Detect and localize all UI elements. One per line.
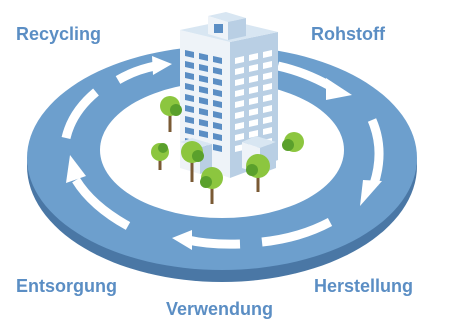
- arrow-entsorgung-up: [72, 177, 131, 230]
- arrow-head-5: [66, 155, 86, 183]
- arrow-head-2: [326, 78, 352, 100]
- roof-window: [214, 24, 223, 33]
- side-windows: [235, 50, 272, 152]
- building-window: [249, 97, 258, 105]
- arrow-recycling-to-rohstoff: [115, 61, 156, 84]
- building-window: [235, 111, 244, 119]
- building-window: [213, 144, 222, 152]
- arrow-rohstoff-to-herstellung: [367, 118, 384, 186]
- tree: [160, 96, 182, 132]
- building-window: [263, 127, 272, 135]
- building-window: [249, 64, 258, 72]
- arrow-herstellung-to-verwendung: [261, 218, 333, 247]
- building-window: [213, 111, 222, 119]
- building-window: [235, 67, 244, 75]
- building-window: [213, 133, 222, 141]
- building-window: [199, 97, 208, 105]
- building-window: [199, 53, 208, 61]
- tree: [151, 143, 169, 170]
- arrow-top-right: [276, 61, 333, 90]
- stage-label-entsorgung: Entsorgung: [16, 276, 117, 296]
- building-window: [235, 89, 244, 97]
- building-window: [185, 61, 194, 69]
- building-window: [249, 53, 258, 61]
- building-window: [235, 133, 244, 141]
- building-window: [263, 72, 272, 80]
- tree: [181, 141, 204, 182]
- building-window: [185, 127, 194, 135]
- entrance-right-roof: [242, 136, 276, 148]
- tree: [246, 154, 270, 192]
- building-window: [185, 116, 194, 124]
- building-window: [199, 86, 208, 94]
- building-window: [199, 108, 208, 116]
- arrow-head-3: [360, 180, 382, 206]
- tree: [200, 167, 223, 204]
- roof-structure-side: [228, 18, 246, 40]
- building-window: [213, 89, 222, 97]
- arrow-entsorgung-to-recycling: [61, 88, 99, 140]
- stage-label-recycling: Recycling: [16, 24, 102, 44]
- stage-label-herstellung: Herstellung: [314, 276, 414, 296]
- building-window: [263, 94, 272, 102]
- building-window: [213, 100, 222, 108]
- building-window: [249, 108, 258, 116]
- building-window: [199, 119, 208, 127]
- trees: [151, 96, 304, 204]
- building-window: [185, 50, 194, 58]
- building-window: [249, 119, 258, 127]
- arrow-head-1: [152, 56, 172, 75]
- building-window: [213, 67, 222, 75]
- building-window: [263, 116, 272, 124]
- building-window: [199, 75, 208, 83]
- building-window: [263, 83, 272, 91]
- building-window: [185, 105, 194, 113]
- building-window: [235, 144, 244, 152]
- building-window: [249, 86, 258, 94]
- building-window: [213, 122, 222, 130]
- building-window: [235, 78, 244, 86]
- building-window: [235, 56, 244, 64]
- building-window: [235, 100, 244, 108]
- tree: [282, 132, 304, 152]
- building-window: [199, 130, 208, 138]
- building-window: [185, 72, 194, 80]
- building-window: [263, 105, 272, 113]
- building-window: [213, 56, 222, 64]
- building-window: [185, 83, 194, 91]
- building-window: [263, 50, 272, 58]
- building-window: [213, 78, 222, 86]
- stage-label-rohstoff: Rohstoff: [311, 24, 385, 44]
- roof-structure-top: [208, 12, 246, 22]
- arrow-verwendung-to-entsorgung: [187, 235, 241, 249]
- building-window: [235, 122, 244, 130]
- building: [180, 12, 278, 178]
- building-window: [249, 130, 258, 138]
- stage-label-verwendung: Verwendung: [166, 299, 274, 319]
- entrance-left-side: [200, 144, 212, 174]
- building-window: [263, 61, 272, 69]
- building-window: [249, 75, 258, 83]
- arrow-head-4: [172, 230, 192, 250]
- building-window: [199, 64, 208, 72]
- building-window: [185, 94, 194, 102]
- flow-arrows: [61, 56, 384, 250]
